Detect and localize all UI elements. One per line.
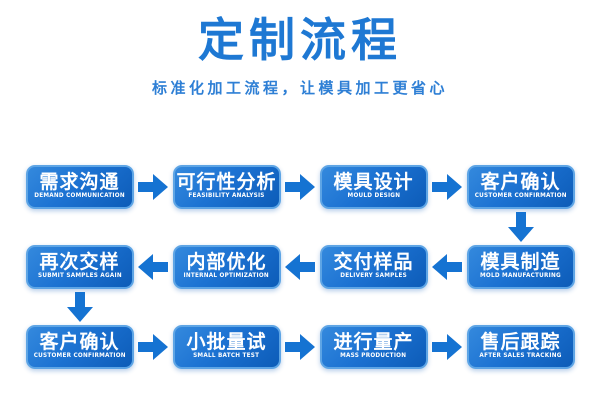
arrow-left-icon [285,254,315,280]
step-label-zh: 客户确认 [480,171,561,193]
step-label-en: MASS PRODUCTION [340,352,407,359]
flow-step-demand-communication: 需求沟通 DEMAND COMMUNICATION [25,165,134,209]
flow-step-mould-design: 模具设计 MOULD DESIGN [319,165,428,209]
step-label-zh: 小批量试 [186,331,267,353]
arrow-down-icon [507,212,534,242]
step-label-zh: 售后跟踪 [480,331,561,353]
step-label-zh: 内部优化 [186,251,267,273]
step-label-en: DELIVERY SAMPLES [340,272,407,279]
flow-step-mold-manufacturing: 模具制造 MOLD MANUFACTURING [466,245,575,289]
arrow-right-icon [138,334,168,360]
flow-step-submit-samples-again: 再次交样 SUBMIT SAMPLES AGAIN [25,245,134,289]
flow-step-customer-confirmation-2: 客户确认 CUSTOMER CONFIRMATION [25,325,134,369]
step-label-en: FEASIBILITY ANALYSIS [188,192,265,199]
process-flowchart: 需求沟通 DEMAND COMMUNICATION 可行性分析 FEASIBIL… [25,165,576,369]
step-label-zh: 再次交样 [39,251,120,273]
flow-step-internal-optimization: 内部优化 INTERNAL OPTIMIZATION [172,245,281,289]
step-label-zh: 客户确认 [39,331,120,353]
step-label-en: CUSTOMER CONFIRMATION [33,352,126,359]
step-label-en: SUBMIT SAMPLES AGAIN [37,272,122,279]
step-label-en: SMALL BATCH TEST [193,352,260,359]
step-label-zh: 进行量产 [333,331,414,353]
arrow-right-icon [285,334,315,360]
step-label-en: MOULD DESIGN [347,192,400,199]
arrow-right-icon [138,174,168,200]
arrow-left-icon [138,254,168,280]
step-label-zh: 交付样品 [333,251,414,273]
arrow-right-icon [432,334,462,360]
arrow-right-icon [432,174,462,200]
step-label-zh: 模具制造 [480,251,561,273]
page-subtitle: 标准化加工流程，让模具加工更省心 [151,79,448,97]
page-title: 定制流程 [198,13,402,67]
flow-step-after-sales-tracking: 售后跟踪 AFTER SALES TRACKING [466,325,575,369]
arrow-right-icon [285,174,315,200]
step-label-en: CUSTOMER CONFIRMATION [474,192,567,199]
step-label-zh: 模具设计 [333,171,414,193]
flow-step-customer-confirmation-1: 客户确认 CUSTOMER CONFIRMATION [466,165,575,209]
flow-step-feasibility-analysis: 可行性分析 FEASIBILITY ANALYSIS [172,165,281,209]
flow-step-mass-production: 进行量产 MASS PRODUCTION [319,325,428,369]
flow-step-small-batch-test: 小批量试 SMALL BATCH TEST [172,325,281,369]
arrow-down-icon [66,292,93,322]
arrow-left-icon [432,254,462,280]
step-label-en: MOLD MANUFACTURING [480,272,561,279]
step-label-zh: 需求沟通 [39,171,120,193]
step-label-zh: 可行性分析 [176,171,277,193]
step-label-en: AFTER SALES TRACKING [479,352,562,359]
step-label-en: INTERNAL OPTIMIZATION [183,272,270,279]
step-label-en: DEMAND COMMUNICATION [34,192,125,199]
flow-step-delivery-samples: 交付样品 DELIVERY SAMPLES [319,245,428,289]
